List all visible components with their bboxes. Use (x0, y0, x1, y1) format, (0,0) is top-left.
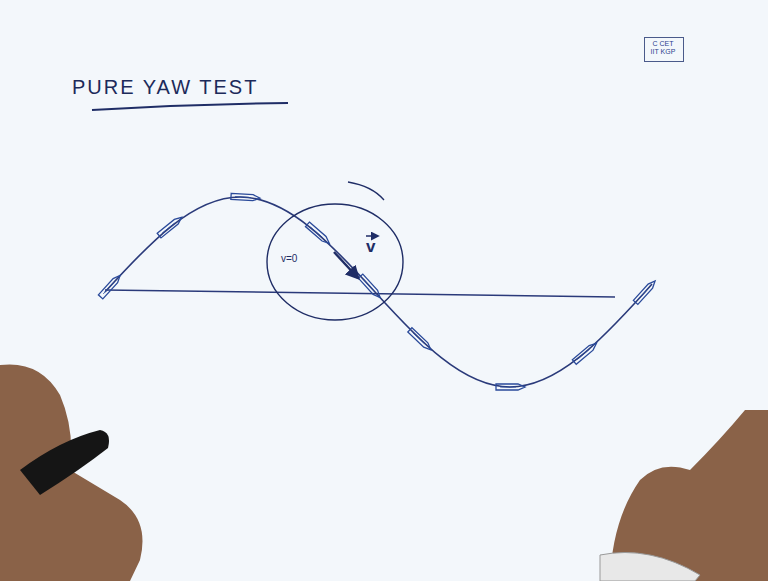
vector-mark (366, 235, 378, 237)
ship-model (231, 193, 260, 201)
hand-left (0, 364, 143, 581)
ship-model (98, 273, 122, 299)
ship-model (358, 274, 382, 300)
pen-right (600, 553, 700, 581)
circle-overstroke (348, 182, 384, 200)
ship-model (305, 222, 331, 246)
ship-model (633, 279, 657, 305)
pen (20, 430, 109, 495)
ship-model (572, 341, 598, 364)
ship-model (496, 384, 525, 390)
velocity-vector-label: v (366, 238, 375, 255)
ship-model (157, 215, 183, 238)
velocity-zero-label: v=0 (281, 254, 297, 264)
title-underline (92, 103, 288, 110)
axis-line (105, 290, 615, 297)
logo-box: C CET IIT KGP (644, 37, 684, 62)
slide-title: PURE YAW TEST (72, 76, 258, 99)
velocity-arrow (334, 252, 358, 278)
highlight-circle (267, 204, 403, 320)
sine-trajectory (105, 197, 652, 387)
logo-text: C CET IIT KGP (648, 40, 678, 56)
ship-model (408, 328, 433, 352)
